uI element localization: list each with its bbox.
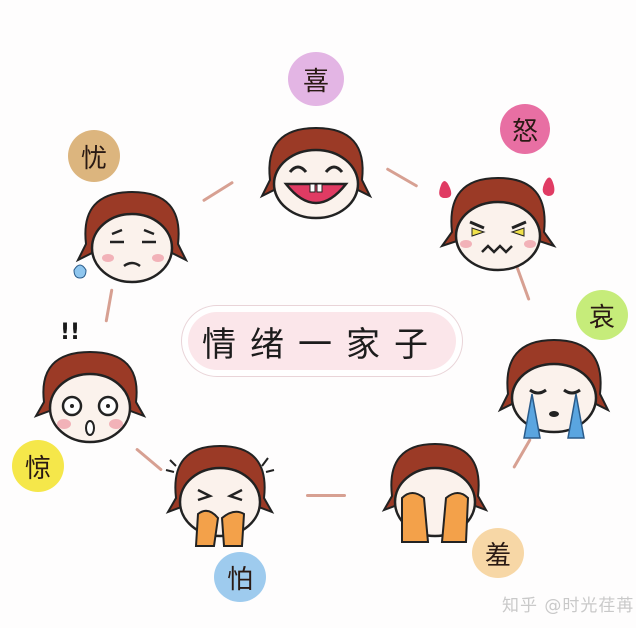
emotion-label-ai: 哀: [576, 290, 628, 340]
connector-line: [201, 180, 235, 203]
face-worry-icon: [73, 190, 189, 284]
emotion-label-nu: 怒: [500, 104, 550, 154]
face-shy-icon: [381, 442, 489, 543]
face-anger-icon: [439, 176, 557, 272]
face-joy-icon: [259, 126, 373, 220]
connector-line: [306, 494, 346, 497]
emotion-label-you: 忧: [68, 130, 120, 182]
face-fear-icon: [165, 444, 275, 547]
emotion-label-xi: 喜: [288, 52, 344, 106]
surprise-exclamation-mark: !!: [60, 320, 81, 345]
emotion-label-xiu: 羞: [472, 528, 524, 578]
page-title: 情绪一家子: [188, 312, 456, 370]
face-sorrow-icon: [497, 338, 611, 439]
emotion-label-jing: 惊: [12, 440, 64, 492]
face-surprise-icon: [33, 350, 147, 444]
connector-line: [385, 167, 419, 188]
connector-line: [135, 447, 163, 472]
emotion-label-pa: 怕: [214, 552, 266, 602]
watermark-text: 知乎 @时光荏苒: [502, 596, 635, 616]
